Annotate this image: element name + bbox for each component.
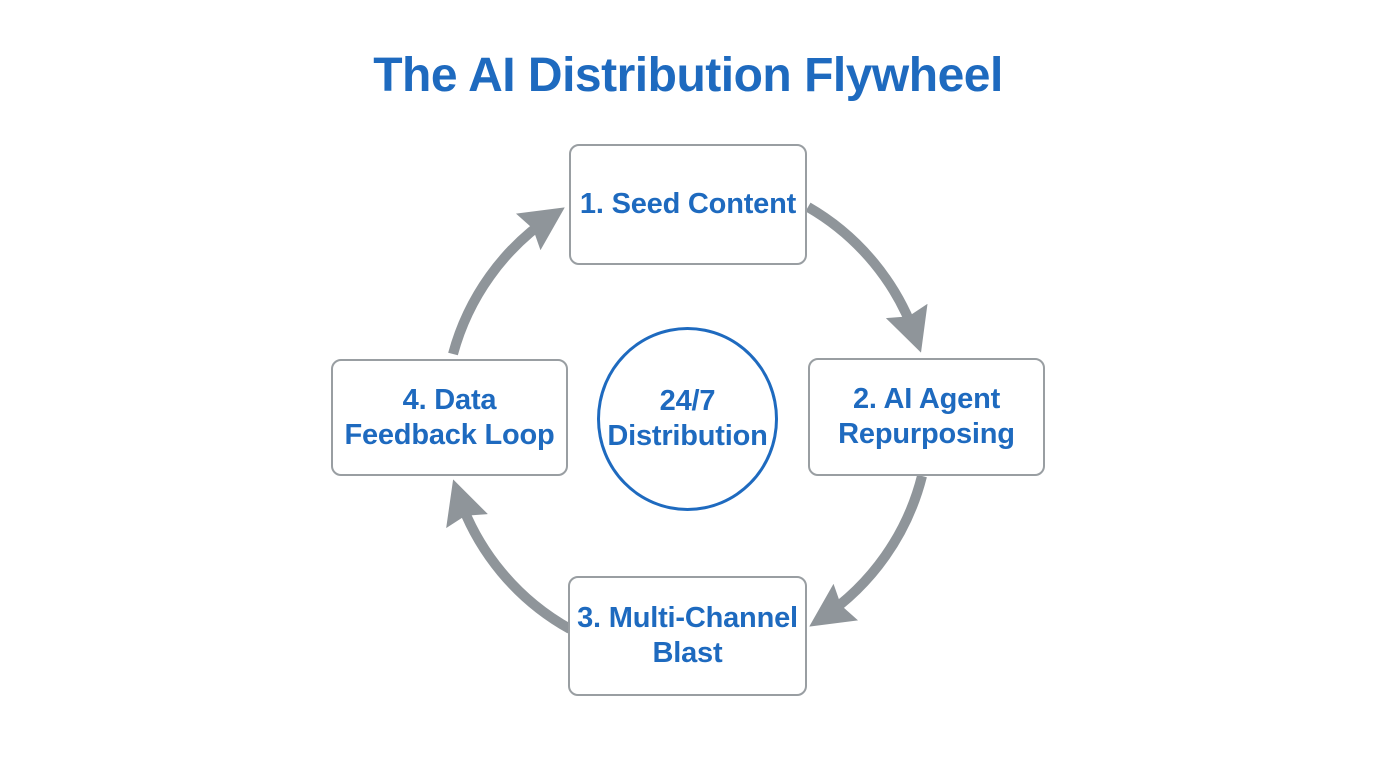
arrow-seed-to-agent-icon	[805, 202, 928, 353]
arrow-agent-to-blast-icon	[809, 474, 927, 627]
arrow-blast-to-feedback-icon	[446, 479, 573, 634]
node-multi-channel-blast: 3. Multi-Channel Blast	[568, 576, 807, 696]
hub-circle: 24/7 Distribution	[597, 327, 778, 511]
node-data-feedback-loop-label: 4. Data Feedback Loop	[344, 383, 555, 451]
node-ai-agent-repurposing-label: 2. AI Agent Repurposing	[838, 383, 1015, 450]
arrow-feedback-to-seed-icon	[448, 207, 565, 356]
node-ai-agent-repurposing: 2. AI Agent Repurposing	[808, 358, 1045, 476]
node-data-feedback-loop: 4. Data Feedback Loop	[331, 359, 568, 476]
node-multi-channel-blast-label: 3. Multi-Channel Blast	[577, 602, 798, 669]
node-seed-content-label: 1. Seed Content	[579, 188, 797, 220]
node-seed-content: 1. Seed Content	[569, 144, 807, 265]
diagram-title: The AI Distribution Flywheel	[373, 49, 1003, 102]
hub-label: 24/7 Distribution	[607, 385, 768, 452]
